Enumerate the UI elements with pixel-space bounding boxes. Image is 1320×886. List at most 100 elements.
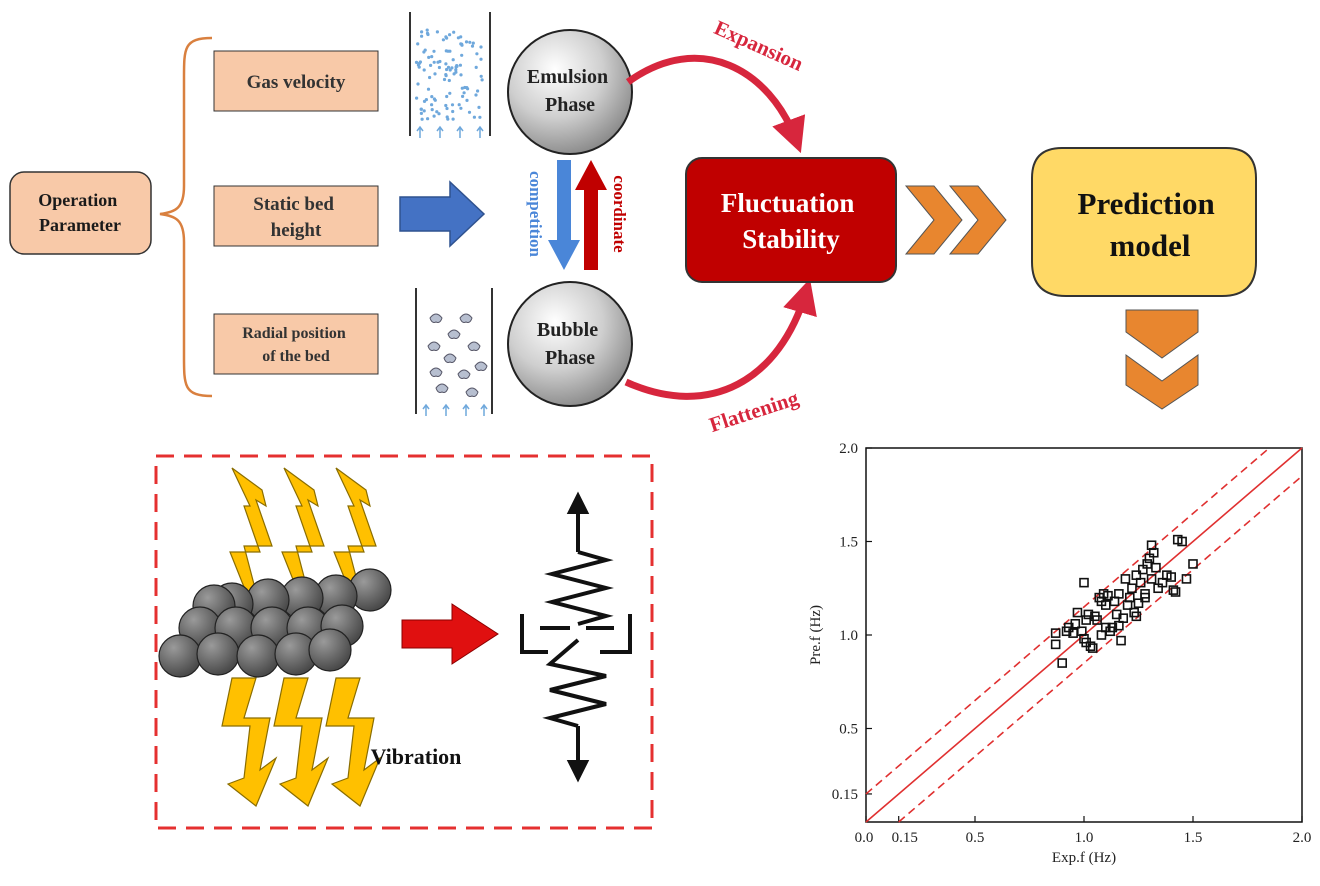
radial-position-box: Radial position of the bed xyxy=(213,313,379,375)
emulsion-particle xyxy=(425,28,429,32)
emulsion-particle xyxy=(422,99,427,103)
svg-text:Emulsion Phase: Emulsion Phase xyxy=(527,66,613,116)
vibration-label: Vibration xyxy=(371,744,462,769)
emulsion-particle xyxy=(445,106,449,111)
emulsion-particle xyxy=(448,68,452,72)
emulsion-particle xyxy=(474,93,478,97)
emulsion-particle xyxy=(444,103,448,108)
data-point xyxy=(1148,547,1159,558)
chevron-right-icon xyxy=(904,185,1007,255)
prediction-line1: Prediction xyxy=(1078,186,1215,221)
data-point xyxy=(1057,658,1067,668)
emulsion-particle xyxy=(444,35,448,39)
data-point xyxy=(1135,577,1146,588)
emulsion-particle xyxy=(442,77,447,82)
emulsion-particle xyxy=(430,95,434,99)
bubble-column-icon xyxy=(415,288,493,416)
error-band-line xyxy=(898,475,1303,823)
radial-position-line1: Radial position xyxy=(242,325,346,342)
x-tick-label: 0.0 xyxy=(855,830,874,846)
emulsion-phase-sphere: Emulsion Phase xyxy=(507,29,633,155)
y-tick-label: 2.0 xyxy=(839,441,858,457)
parameter-bracket xyxy=(159,36,213,398)
bed-particle xyxy=(158,634,202,678)
emulsion-particle xyxy=(454,70,458,74)
emulsion-particle xyxy=(450,103,455,107)
emulsion-particle xyxy=(446,65,451,69)
data-point xyxy=(1151,562,1161,573)
y-tick-label: 0.15 xyxy=(832,787,858,803)
emulsion-particle xyxy=(465,98,469,102)
emulsion-particle xyxy=(429,63,433,67)
data-point xyxy=(1118,613,1129,623)
svg-text:Static bed height: Static bed height xyxy=(253,194,339,241)
y-axis-label: Pre.f (Hz) xyxy=(808,605,824,665)
emulsion-particle xyxy=(451,109,455,114)
competition-label: competition xyxy=(526,171,545,257)
flattening-curve-arrow xyxy=(624,278,817,400)
emulsion-particle xyxy=(433,72,437,76)
emulsion-particle xyxy=(427,55,431,60)
blue-right-arrow xyxy=(399,180,486,248)
data-point xyxy=(1114,589,1124,599)
emulsion-particle xyxy=(451,117,455,121)
emulsion-particle xyxy=(416,63,420,67)
emulsion-particles-icon xyxy=(409,12,491,138)
emulsion-particle xyxy=(459,73,463,77)
data-point xyxy=(1127,583,1137,594)
emulsion-particle xyxy=(430,55,434,59)
bed-particle xyxy=(236,634,280,678)
emulsion-particle xyxy=(430,103,434,107)
data-point xyxy=(1166,572,1176,582)
data-point xyxy=(1168,585,1179,595)
emulsion-particle xyxy=(428,75,432,80)
static-bed-height-line2: height xyxy=(271,220,322,241)
emulsion-particle xyxy=(437,112,441,116)
emulsion-particle xyxy=(467,110,472,114)
emulsion-particle xyxy=(455,64,459,68)
emulsion-particle xyxy=(460,43,464,47)
data-point xyxy=(1085,641,1096,652)
emulsion-particle xyxy=(458,63,462,67)
y-tick-label: 0.5 xyxy=(839,722,858,738)
emulsion-particle xyxy=(447,78,451,83)
bubble-line2: Phase xyxy=(545,347,595,369)
emulsion-particle xyxy=(460,86,464,90)
fluctuation-stability-box: Fluctuation Stability xyxy=(685,157,897,283)
svg-text:Bubble Phase: Bubble Phase xyxy=(537,319,603,369)
svg-text:Radial position of the b: Radial position of the bed xyxy=(242,325,350,365)
emulsion-particle xyxy=(478,115,482,119)
coordinate-label: coordinate xyxy=(610,175,629,253)
data-point xyxy=(1133,598,1144,609)
data-point xyxy=(1107,622,1118,633)
data-point xyxy=(1103,590,1113,601)
data-point xyxy=(1170,587,1181,597)
emulsion-particle xyxy=(476,89,480,93)
gas-velocity-label: Gas velocity xyxy=(247,72,346,93)
bubble-line1: Bubble xyxy=(537,319,598,341)
particle-bed-icon xyxy=(158,568,392,678)
spring-damper-icon xyxy=(520,491,632,783)
svg-text:Fluctuation Stability: Fluctuation Stability xyxy=(721,188,861,254)
emulsion-particle xyxy=(426,87,431,91)
gas-velocity-box: Gas velocity xyxy=(213,50,379,112)
emulsion-particle xyxy=(414,60,419,64)
data-point xyxy=(1087,643,1098,653)
emulsion-particle xyxy=(464,40,469,44)
fluctuation-line2: Stability xyxy=(742,224,840,254)
emulsion-particle xyxy=(420,34,424,38)
static-bed-height-box: Static bed height xyxy=(213,185,379,247)
emulsion-particle xyxy=(444,62,448,66)
x-tick-label: 1.5 xyxy=(1184,830,1203,846)
data-point xyxy=(1072,607,1083,618)
chevron-down-icon xyxy=(1125,309,1199,410)
emulsion-particle xyxy=(448,91,452,95)
coordinate-arrow xyxy=(575,160,607,270)
emulsion-particle xyxy=(456,36,460,40)
emulsion-particle xyxy=(454,68,458,72)
emulsion-particle xyxy=(468,40,472,44)
svg-text:Operation Parameter: Operation Parameter xyxy=(38,190,122,235)
data-point xyxy=(1079,577,1089,588)
